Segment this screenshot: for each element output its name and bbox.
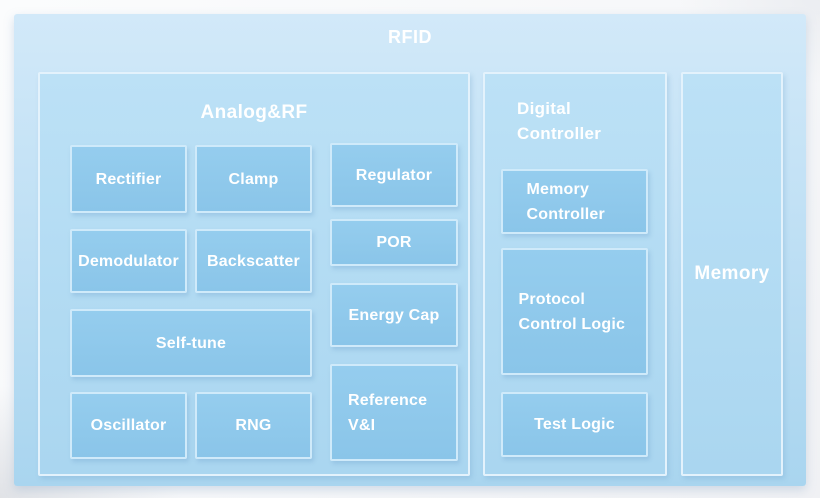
block-regulator: Regulator: [330, 143, 458, 207]
block-rectifier: Rectifier: [70, 145, 187, 213]
block-memory-controller-label: Memory Controller: [526, 180, 605, 223]
block-rectifier-label: Rectifier: [95, 170, 162, 188]
memory-title: Memory: [694, 263, 770, 284]
block-self-tune-label: Self-tune: [155, 334, 227, 352]
rfid-title: RFID: [388, 27, 432, 47]
block-reference-vi: Reference V&I: [330, 364, 458, 461]
digital-controller-title-label: Digital Controller: [517, 99, 602, 143]
block-por-label: POR: [376, 234, 412, 251]
block-energy-cap: Energy Cap: [330, 283, 458, 347]
section-memory: Memory: [681, 72, 783, 476]
digital-controller-title: Digital Controller: [485, 96, 665, 146]
analog-rf-title: Analog&RF: [200, 102, 308, 123]
block-demodulator: Demodulator: [70, 229, 187, 293]
block-regulator-label: Regulator: [355, 166, 433, 184]
section-digital-controller: Digital Controller Memory Controller Pro…: [483, 72, 667, 476]
block-energy-cap-label: Energy Cap: [348, 306, 440, 324]
block-backscatter: Backscatter: [195, 229, 312, 293]
block-rng-label: RNG: [235, 417, 272, 434]
block-test-logic: Test Logic: [501, 392, 648, 457]
block-backscatter-label: Backscatter: [207, 252, 300, 270]
block-protocol-control-logic-label: Protocol Control Logic: [518, 290, 626, 333]
block-por: POR: [330, 219, 458, 266]
section-analog-rf: Analog&RF Rectifier Clamp Regulator Demo…: [38, 72, 470, 476]
block-oscillator: Oscillator: [70, 392, 187, 459]
block-oscillator-label: Oscillator: [90, 417, 167, 434]
block-clamp: Clamp: [195, 145, 312, 213]
block-clamp-label: Clamp: [228, 170, 279, 188]
block-test-logic-label: Test Logic: [534, 416, 615, 433]
rfid-chip-outline: RFID Analog&RF Rectifier Clamp Regulator…: [14, 14, 806, 486]
block-protocol-control-logic: Protocol Control Logic: [501, 248, 648, 375]
block-demodulator-label: Demodulator: [78, 252, 179, 270]
block-self-tune: Self-tune: [70, 309, 312, 377]
block-reference-vi-label: Reference V&I: [348, 391, 428, 434]
block-memory-controller: Memory Controller: [501, 169, 648, 234]
block-rng: RNG: [195, 392, 312, 459]
